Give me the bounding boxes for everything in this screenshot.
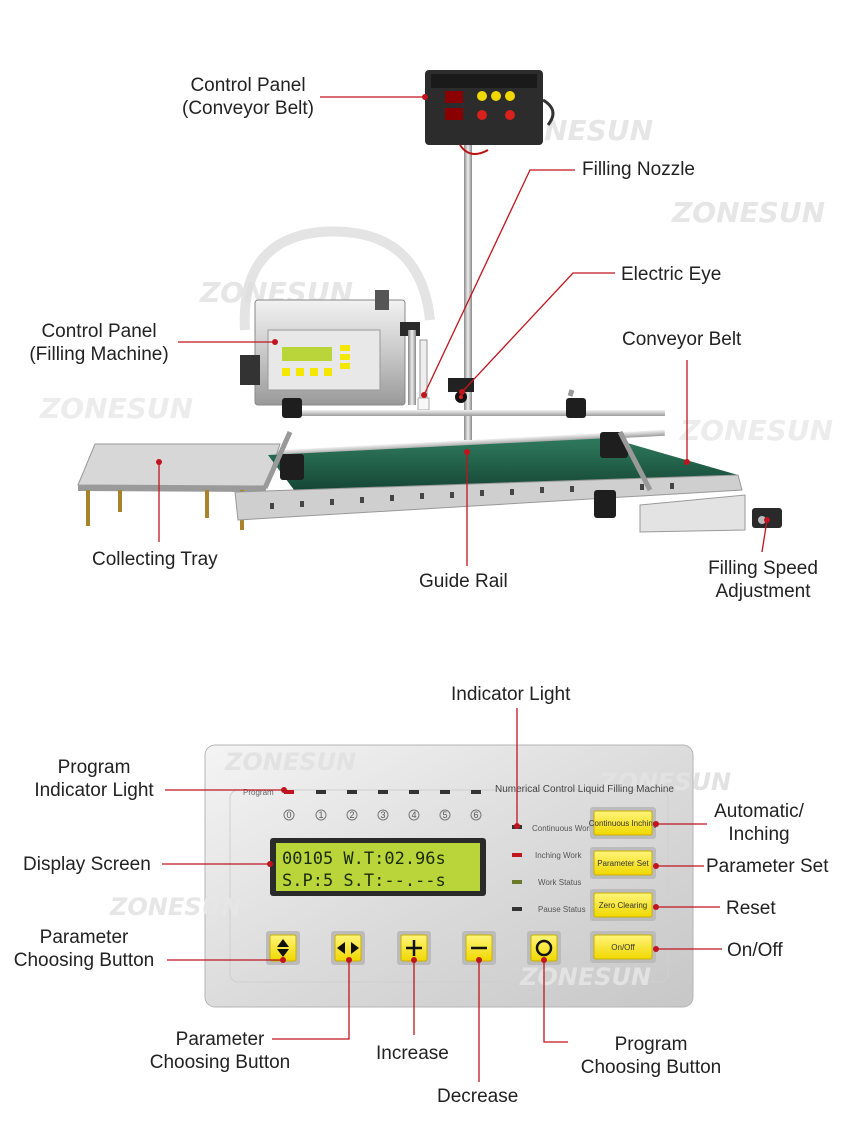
- label-increase: Increase: [376, 1043, 449, 1064]
- guide-rail-back: [285, 410, 665, 416]
- program-indicator-led: [284, 790, 294, 794]
- label-line: Program: [614, 1034, 688, 1055]
- label-line: Choosing Button: [149, 1052, 291, 1073]
- program-number: 5: [442, 810, 447, 820]
- watermark: ZONESUN: [679, 414, 833, 447]
- btn-parameter-set-label: Parameter Set: [597, 859, 649, 868]
- status-label: Work Status: [538, 878, 581, 887]
- label-electric-eye: Electric Eye: [621, 264, 722, 285]
- label-line: (Filling Machine): [29, 344, 169, 365]
- label-line: Indicator Light: [34, 780, 154, 801]
- label-conveyor-belt: Conveyor Belt: [622, 329, 742, 350]
- program-number: 3: [380, 810, 385, 820]
- label-parameter-set: Parameter Set: [706, 856, 829, 877]
- btn-zero-clearing-label: Zero Clearing: [599, 901, 647, 910]
- label-line: Control Panel: [41, 321, 157, 342]
- program-number: 4: [411, 810, 416, 820]
- watermark: ZONESUN: [599, 768, 731, 796]
- label-on-off: On/Off: [727, 940, 783, 961]
- panel-title: Numerical Control Liquid Filling Machine: [495, 784, 674, 795]
- collecting-tray: [77, 443, 281, 530]
- label-automatic-inching: Automatic/ Inching: [703, 800, 815, 846]
- label-collecting-tray: Collecting Tray: [92, 549, 218, 570]
- btn-continuous-inching-label: Continuous Inching: [589, 819, 658, 828]
- rail-clamps: [280, 398, 628, 518]
- circle-icon: [535, 939, 553, 957]
- label-decrease: Decrease: [437, 1086, 519, 1107]
- label-control-panel-conveyor: Control Panel (Conveyor Belt): [172, 74, 324, 120]
- guide-rail-front: [275, 429, 665, 457]
- label-line: Parameter: [175, 1029, 265, 1050]
- label-parameter-choosing-left: Parameter Choosing Button: [4, 926, 164, 972]
- filling-machine-body: [240, 290, 420, 406]
- status-label: Inching Work: [535, 851, 583, 860]
- label-line: Choosing Button: [580, 1057, 722, 1078]
- program-number: 0: [286, 810, 291, 820]
- label-control-panel-filling: Control Panel (Filling Machine): [20, 320, 178, 366]
- label-line: Choosing Button: [13, 950, 155, 971]
- label-parameter-choosing-bottom: Parameter Choosing Button: [140, 1028, 300, 1074]
- program-number: 2: [349, 810, 354, 820]
- watermark: ZONESUN: [671, 196, 825, 229]
- lcd-line-1: 00105 W.T:02.96s: [282, 849, 446, 869]
- bottom-buttons: [266, 931, 561, 965]
- label-program-choosing: Program Choosing Button: [570, 1033, 732, 1079]
- status-label: Continuous Work: [532, 824, 594, 833]
- watermark: ZONESUN: [224, 748, 356, 776]
- label-line: (Conveyor Belt): [182, 98, 314, 119]
- label-line: Automatic/: [714, 801, 804, 822]
- label-line: Control Panel: [190, 75, 306, 96]
- callout-lines-bottom: [162, 708, 722, 1082]
- program-label: Program: [243, 788, 274, 797]
- watermark: ZONESUN: [519, 963, 651, 991]
- program-numbers: 0 1 2 3 4 5 6: [283, 809, 482, 821]
- watermark: ZONESUN: [109, 893, 241, 921]
- up-down-arrows-icon: [277, 939, 289, 957]
- program-number: 1: [318, 810, 323, 820]
- btn-on-off-label: On/Off: [611, 943, 635, 952]
- label-line: Parameter: [39, 927, 129, 948]
- right-buttons: Continuous Inching Parameter Set Zero Cl…: [589, 807, 658, 963]
- machine-illustration: ZONESUN ZONESUN ZONESUN ZONESUN ZONESUN: [39, 70, 833, 566]
- conveyor-control-box: [425, 70, 555, 155]
- label-reset: Reset: [726, 898, 776, 919]
- label-display-screen: Display Screen: [23, 854, 151, 875]
- program-number: 6: [473, 810, 478, 820]
- label-filling-nozzle: Filling Nozzle: [582, 159, 695, 180]
- lcd-line-2: S.P:5 S.T:--.--s: [282, 871, 446, 891]
- label-filling-speed: Filling Speed Adjustment: [698, 557, 828, 603]
- label-guide-rail: Guide Rail: [419, 571, 508, 592]
- label-program-indicator: Program Indicator Light: [20, 756, 168, 802]
- label-indicator-light: Indicator Light: [451, 684, 571, 705]
- left-right-arrows-icon: [337, 942, 359, 954]
- label-line: Program: [57, 757, 131, 778]
- plus-icon: [406, 940, 422, 956]
- pole: [464, 140, 472, 440]
- label-line: Filling Speed: [708, 558, 818, 579]
- label-line: Inching: [728, 824, 790, 845]
- label-line: Adjustment: [715, 581, 811, 602]
- status-label: Pause Status: [538, 905, 586, 914]
- callout-lines-top: [158, 96, 768, 566]
- watermark: ZONESUN: [39, 392, 193, 425]
